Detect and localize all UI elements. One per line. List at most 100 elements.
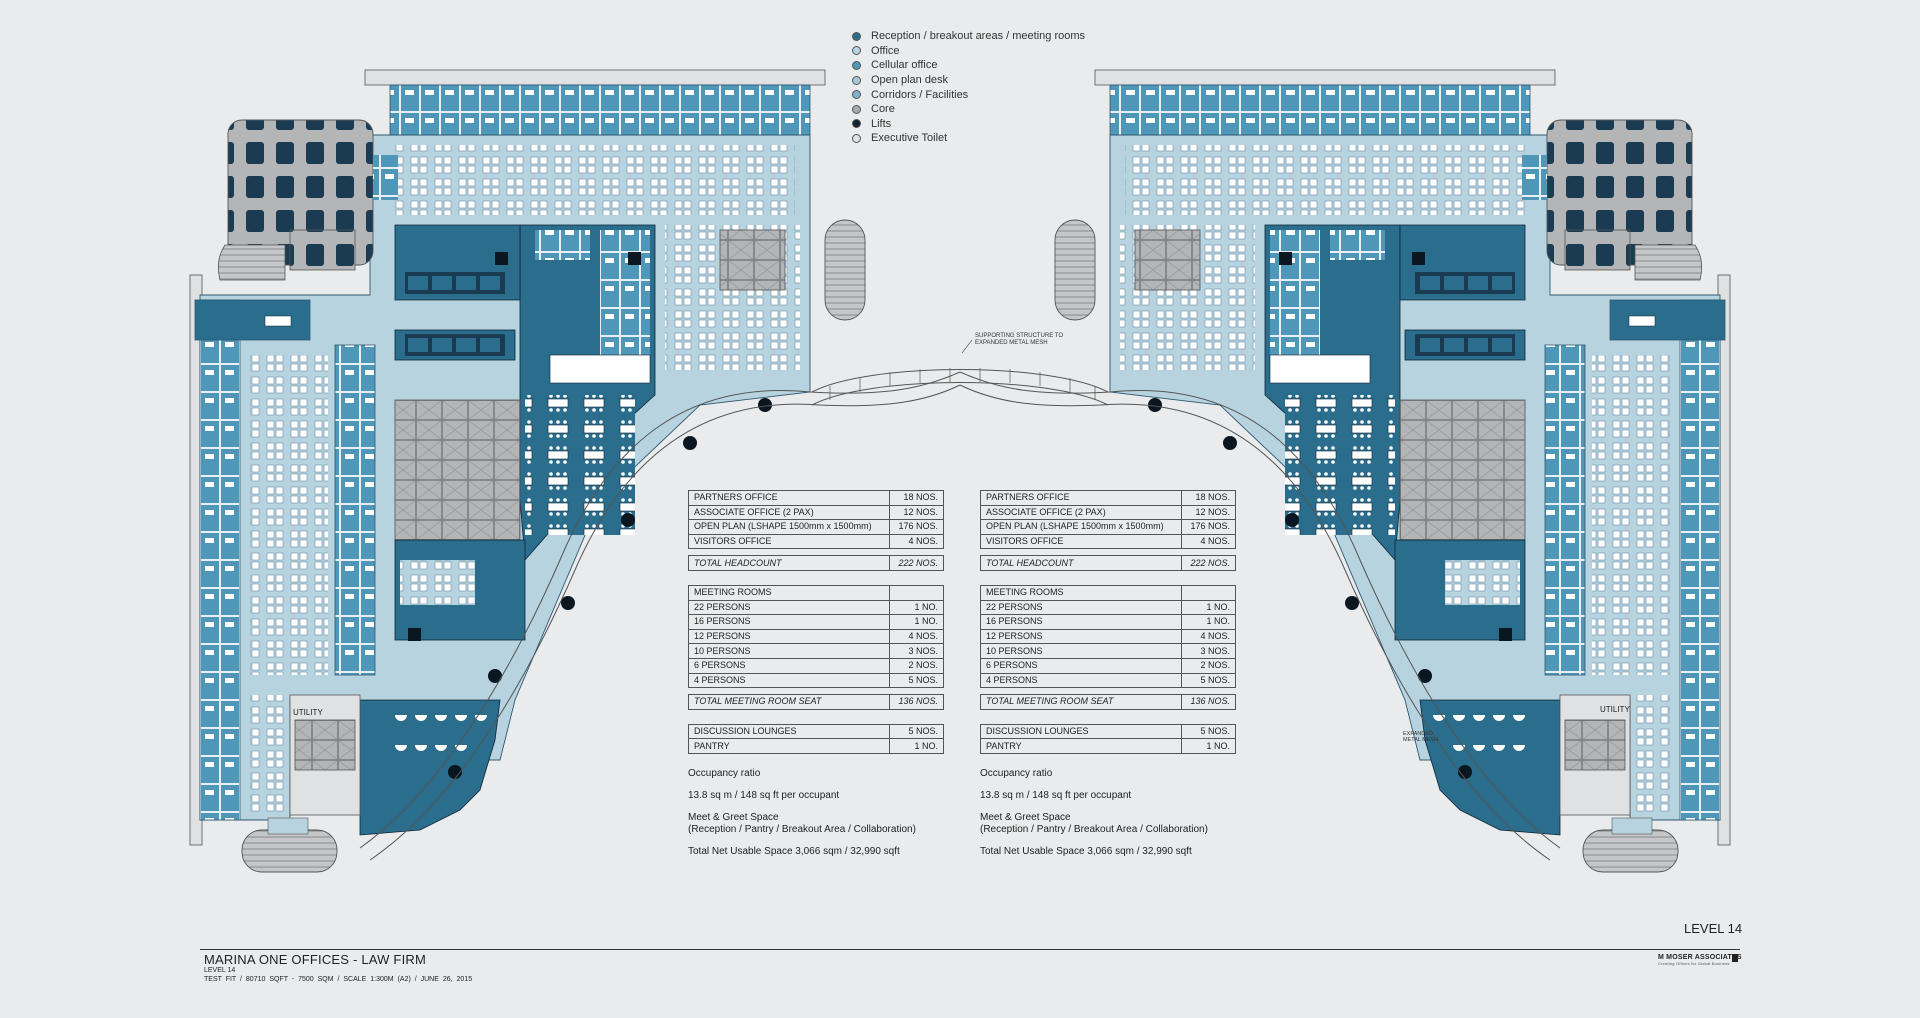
note-total: Total Net Usable Space 3,066 sqm / 32,99… <box>980 845 1192 857</box>
schedule-value: 1 NO. <box>1181 614 1236 630</box>
note-meet-title: Meet & Greet Space <box>688 811 779 823</box>
schedule-total-label: TOTAL HEADCOUNT <box>980 555 1182 571</box>
schedule-row: OPEN PLAN (LSHAPE 1500mm x 1500mm)176 NO… <box>980 519 1236 535</box>
schedule-label: 22 PERSONS <box>980 599 1182 616</box>
schedule-value: 3 NOS. <box>889 643 944 659</box>
legend-swatch-icon <box>852 31 861 41</box>
schedule-total-value: 222 NOS. <box>1181 555 1236 571</box>
schedule-value: 12 NOS. <box>889 504 944 521</box>
plan-label-utility-right: UTILITY <box>1600 705 1630 714</box>
schedule-value: 5 NOS. <box>1181 672 1236 689</box>
project-level: LEVEL 14 <box>204 967 236 974</box>
plan-label-support-2: EXPANDED METAL MESH <box>975 340 1048 346</box>
schedule-value: 2 NOS. <box>1181 657 1236 674</box>
legend-label: Cellular office <box>871 59 938 72</box>
note-meet-title: Meet & Greet Space <box>980 811 1071 823</box>
schedule-label: ASSOCIATE OFFICE (2 PAX) <box>688 504 890 521</box>
legend-label: Corridors / Facilities <box>871 88 969 101</box>
schedule-row: ASSOCIATE OFFICE (2 PAX)12 NOS. <box>980 504 1236 521</box>
schedule-value: 5 NOS. <box>889 723 944 740</box>
schedule-label: 22 PERSONS <box>688 599 890 616</box>
schedule-notes: Occupancy ratio 13.8 sq m / 148 sq ft per… <box>980 768 1236 858</box>
schedule-label: 12 PERSONS <box>688 628 890 645</box>
schedule-label: 6 PERSONS <box>980 657 1182 674</box>
note-meet-value: (Reception / Pantry / Breakout Area / Co… <box>688 823 916 835</box>
firm-tagline: Creating Offices for Global Business <box>1658 961 1730 966</box>
legend-swatch-icon <box>852 119 861 129</box>
schedule-label: 16 PERSONS <box>980 614 1182 630</box>
legend-label: Open plan desk <box>871 74 949 87</box>
schedule-total-value: 136 NOS. <box>889 694 944 710</box>
legend-item: Core <box>852 102 1085 117</box>
legend-item: Cellular office <box>852 58 1085 73</box>
schedule-label: PARTNERS OFFICE <box>980 490 1182 506</box>
schedule-label: PARTNERS OFFICE <box>688 490 890 506</box>
schedule-label: DISCUSSION LOUNGES <box>980 723 1182 740</box>
schedule-value: 4 NOS. <box>1181 628 1236 645</box>
schedule-label: ASSOCIATE OFFICE (2 PAX) <box>980 504 1182 521</box>
legend-swatch-icon <box>852 60 861 70</box>
plan-label-support: SUPPORTING STRUCTURE TO <box>975 333 1063 339</box>
project-title: MARINA ONE OFFICES - LAW FIRM <box>204 952 426 967</box>
schedule-value: 1 NO. <box>1181 599 1236 616</box>
legend-label: Office <box>871 44 900 57</box>
schedule-total-value: 222 NOS. <box>889 555 944 571</box>
legend-swatch-icon <box>852 75 861 85</box>
schedule-header: MEETING ROOMS <box>688 584 890 601</box>
legend-swatch-icon <box>852 46 861 56</box>
firm-logo: M MOSER ASSOCIATES Creating Offices for … <box>1658 954 1742 966</box>
schedule-label: 10 PERSONS <box>980 643 1182 659</box>
legend-item: Corridors / Facilities <box>852 87 1085 102</box>
legend-label: Core <box>871 103 895 116</box>
schedule-value: 2 NOS. <box>889 657 944 674</box>
schedule-total-label: TOTAL MEETING ROOM SEAT <box>688 694 890 710</box>
note-meet-value: (Reception / Pantry / Breakout Area / Co… <box>980 823 1208 835</box>
schedule-label: 4 PERSONS <box>980 672 1182 689</box>
schedule-value: 4 NOS. <box>889 533 944 550</box>
level-title: LEVEL 14 <box>1684 921 1743 936</box>
schedule-label: 4 PERSONS <box>688 672 890 689</box>
legend-label: Lifts <box>871 117 892 130</box>
schedule-label: PANTRY <box>688 738 890 754</box>
legend-swatch-icon <box>852 133 861 143</box>
schedule-value: 18 NOS. <box>1181 490 1236 506</box>
footer-rule <box>200 949 1740 950</box>
project-meta: TEST FIT / 80710 SQFT - 7500 SQM / SCALE… <box>204 976 473 983</box>
note-occupancy-title: Occupancy ratio <box>980 767 1053 779</box>
schedule-row: OPEN PLAN (LSHAPE 1500mm x 1500mm)176 NO… <box>688 519 944 535</box>
schedule-value: 1 NO. <box>889 599 944 616</box>
schedule-value: 176 NOS. <box>1181 519 1236 535</box>
note-occupancy-value: 13.8 sq m / 148 sq ft per occupant <box>980 789 1132 801</box>
plan-label-mesh: EXPANDED <box>1403 731 1433 737</box>
legend-item: Reception / breakout areas / meeting roo… <box>852 29 1085 44</box>
firm-name: M MOSER ASSOCIATES <box>1658 954 1742 961</box>
schedule-label: 12 PERSONS <box>980 628 1182 645</box>
schedule-label: VISITORS OFFICE <box>980 533 1182 550</box>
schedule-value: 3 NOS. <box>1181 643 1236 659</box>
legend-item: Lifts <box>852 117 1085 132</box>
logo-mark-icon <box>1732 954 1738 962</box>
schedule-value: 5 NOS. <box>889 672 944 689</box>
